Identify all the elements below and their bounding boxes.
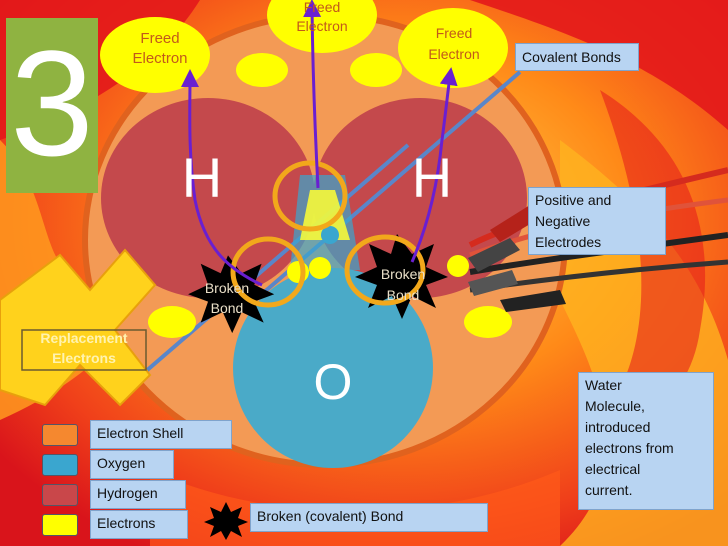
covalent-bond-line-1 <box>143 143 410 374</box>
legend-label-electrons: Electrons <box>90 510 188 539</box>
legend-swatch-oxygen <box>42 454 78 476</box>
freed-electron-label-right: Freed Electron <box>428 25 480 62</box>
electron <box>309 257 331 279</box>
electron <box>398 8 508 88</box>
electron <box>148 306 196 338</box>
electron <box>350 53 402 87</box>
legend-swatch-hydrogen <box>42 484 78 506</box>
electrode-clamp-black-2 <box>500 290 566 312</box>
bond-ring-top <box>272 160 348 232</box>
slide-number: 3 <box>10 19 94 187</box>
legend-label-oxygen: Oxygen <box>90 450 174 479</box>
replacement-electrons-symbol <box>0 248 157 407</box>
broken-bond-star-right <box>355 234 448 319</box>
water-molecule-callout: Water Molecule, introduced electrons fro… <box>578 372 714 510</box>
legend-label-hydrogen: Hydrogen <box>90 480 186 509</box>
freed-electron-label-left: Freed Electron <box>132 30 188 67</box>
freed-electron-arrow-center <box>303 0 322 189</box>
electrodes-callout: Positive and Negative Electrodes <box>528 187 666 255</box>
electron <box>321 226 339 244</box>
electrode-clamp-black <box>468 270 518 296</box>
electron <box>236 53 288 87</box>
broken-bond-label-right: Broken Bond <box>380 266 426 303</box>
electron <box>267 0 377 53</box>
bond-ring-left <box>230 236 306 308</box>
broken-bond-legend-icon <box>204 502 248 540</box>
electrons <box>100 0 512 338</box>
broken-bond-label-left: Broken Bond <box>204 280 250 316</box>
bond-ring-right <box>344 234 426 306</box>
electrode-clamp-red-2 <box>490 205 540 242</box>
freed-electron-arrow-left <box>180 69 263 287</box>
electron <box>464 306 512 338</box>
replacement-x-shape <box>0 248 157 407</box>
legend-swatch-electrons <box>42 514 78 536</box>
oxygen-atom <box>233 268 433 468</box>
slide-number-badge <box>6 18 98 193</box>
broken-bond-star-left <box>188 255 275 334</box>
hydrogen-left-label: H <box>181 146 223 209</box>
replacement-label-frame <box>21 329 147 371</box>
electrode-clamp-red <box>468 238 520 272</box>
hydrogen-right-label: H <box>411 146 453 209</box>
bg-swirl-red-right <box>600 90 706 422</box>
freed-electron-arrow-right <box>410 67 458 263</box>
hydrogen-atom-right <box>313 98 527 298</box>
freed-electron-label-center: Freed Electron <box>296 0 348 34</box>
covalent-bonds-callout: Covalent Bonds <box>515 43 639 71</box>
bg-swirl-red-topright <box>470 0 728 130</box>
oxygen-label: O <box>313 354 353 410</box>
hydrogen-atom-left <box>101 98 315 298</box>
legend-label-broken-bond: Broken (covalent) Bond <box>250 503 488 532</box>
electron <box>447 255 469 277</box>
legend-swatch-electron-shell <box>42 424 78 446</box>
replacement-electrons-label: Replacement Electrons <box>40 330 128 366</box>
legend-label-electron-shell: Electron Shell <box>90 420 232 449</box>
electron <box>287 261 309 283</box>
